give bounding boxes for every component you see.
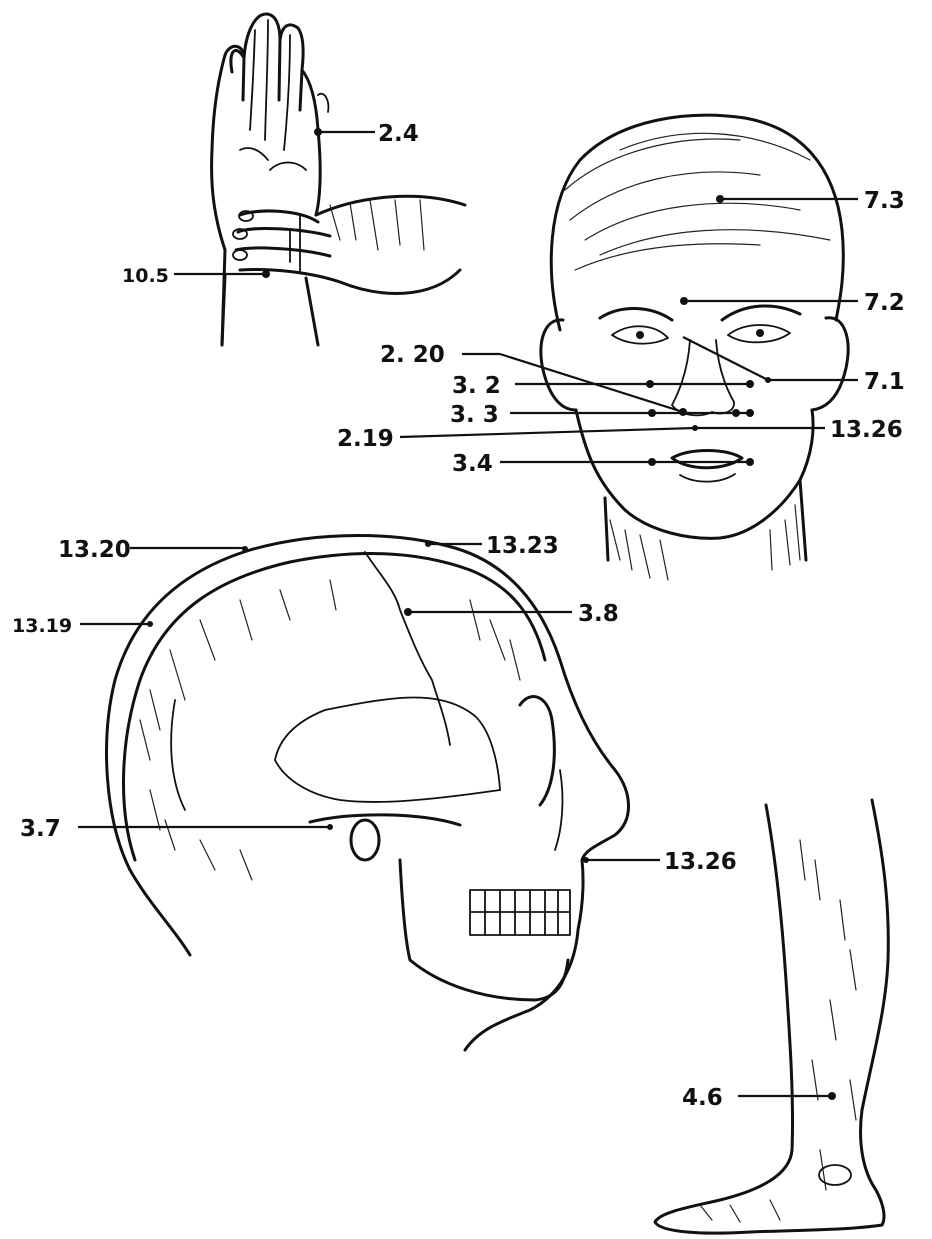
point-3-4-left — [648, 458, 656, 466]
label-7-2: 7.2 — [864, 290, 905, 316]
point-3-4-right — [746, 458, 754, 466]
label-2-19: 2.19 — [337, 426, 394, 452]
label-10-5: 10.5 — [122, 265, 169, 287]
label-13-20: 13.20 — [58, 537, 131, 563]
point-3-3-left — [648, 409, 656, 417]
point-4-6 — [828, 1092, 836, 1100]
label-7-1: 7.1 — [864, 369, 905, 395]
point-3-7 — [327, 824, 333, 830]
point-13-26-profile — [583, 857, 589, 863]
label-3-3: 3. 3 — [450, 402, 499, 428]
point-7-3 — [716, 195, 724, 203]
point-3-2-right — [746, 380, 754, 388]
point-13-23 — [425, 541, 431, 547]
label-13-23: 13.23 — [486, 533, 559, 559]
label-3-4: 3.4 — [452, 451, 493, 477]
point-7-1 — [765, 377, 771, 383]
point-3-8 — [404, 608, 412, 616]
label-3-7: 3.7 — [20, 816, 61, 842]
point-3-3-right — [732, 409, 740, 417]
hand-illustration — [212, 14, 465, 345]
label-3-8: 3.8 — [578, 601, 619, 627]
point-3-2-left — [646, 380, 654, 388]
label-13-19: 13.19 — [12, 615, 72, 637]
point-2-19 — [692, 425, 698, 431]
label-13-26: 13.26 — [830, 417, 903, 443]
label-13-26-profile: 13.26 — [664, 849, 737, 875]
face-illustration — [541, 115, 848, 580]
point-7-2 — [680, 297, 688, 305]
point-13-20 — [242, 546, 248, 552]
point-13-19 — [147, 621, 153, 627]
point-10-5 — [262, 270, 270, 278]
label-4-6: 4.6 — [682, 1085, 723, 1111]
leader-lines — [78, 128, 858, 1100]
point-3-3-far — [746, 409, 754, 417]
label-7-3: 7.3 — [864, 188, 905, 214]
label-2-20: 2. 20 — [380, 342, 445, 368]
point-2-4 — [314, 128, 322, 136]
label-3-2: 3. 2 — [452, 373, 501, 399]
label-2-4: 2.4 — [378, 121, 419, 147]
